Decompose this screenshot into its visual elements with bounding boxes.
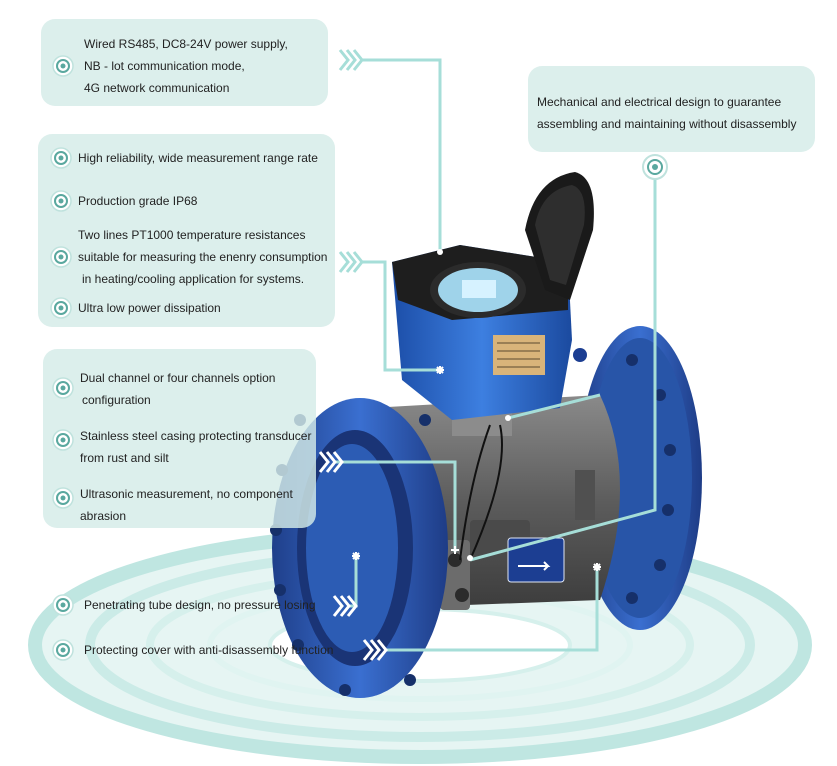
feature-pt1000: Two lines PT1000 temperature resistances… [50, 224, 327, 290]
feature-line: High reliability, wide measurement range… [78, 151, 318, 165]
feature-line: from rust and silt [80, 451, 169, 465]
feature-line: Two lines PT1000 temperature resistances [78, 228, 306, 242]
feature-line: configuration [82, 393, 151, 407]
triple-chevron-icon [338, 49, 364, 71]
feature-line: Dual channel or four channels option [80, 371, 276, 385]
feature-channels: Dual channel or four channels option con… [52, 367, 275, 411]
ring-dot-icon [52, 429, 74, 451]
ring-dot-icon [642, 154, 668, 180]
asterisk-icon [436, 366, 444, 374]
ring-dot-icon [52, 377, 74, 399]
triple-chevron-icon [338, 251, 364, 273]
ring-dot-icon [52, 639, 74, 661]
feature-line: abrasion [80, 509, 127, 523]
feature-line: NB - lot communication mode, [84, 59, 245, 73]
feature-low-power: Ultra low power dissipation [50, 297, 221, 319]
triple-chevron-icon [362, 639, 388, 661]
feature-line: 4G network communication [84, 81, 230, 95]
feature-cover: Protecting cover with anti-disassembly f… [52, 639, 333, 661]
feature-pt1000-text: Two lines PT1000 temperature resistances… [78, 224, 327, 290]
feature-casing-text: Stainless steel casing protecting transd… [80, 425, 311, 469]
panel-communication [41, 19, 328, 106]
panel-reliability [38, 134, 335, 327]
ring-dot-icon [50, 246, 72, 268]
feature-line: suitable for measuring the enenry consum… [78, 250, 328, 264]
feature-reliability: High reliability, wide measurement range… [50, 147, 318, 169]
feature-line: Ultra low power dissipation [78, 301, 221, 315]
feature-communication-text: Wired RS485, DC8-24V power supply, NB - … [84, 33, 288, 99]
ring-dot-icon [52, 594, 74, 616]
asterisk-icon [451, 546, 459, 554]
feature-production-grade: Production grade IP68 [50, 190, 197, 212]
feature-ultrasonic-text: Ultrasonic measurement, no component abr… [80, 483, 293, 527]
feature-channels-text: Dual channel or four channels option con… [80, 367, 275, 411]
ring-dot-icon [50, 147, 72, 169]
ring-dot-icon [50, 297, 72, 319]
feature-line: Penetrating tube design, no pressure los… [84, 598, 316, 612]
left-flange [270, 398, 448, 698]
panel-mechanical [528, 66, 815, 152]
feature-line: Production grade IP68 [78, 194, 198, 208]
feature-communication: Wired RS485, DC8-24V power supply, NB - … [52, 33, 288, 99]
meter-head [392, 172, 594, 420]
feature-line: Stainless steel casing protecting transd… [80, 429, 312, 443]
feature-ultrasonic: Ultrasonic measurement, no component abr… [52, 483, 293, 527]
asterisk-icon [593, 563, 601, 571]
feature-casing: Stainless steel casing protecting transd… [52, 425, 311, 469]
panel-channels [43, 349, 316, 528]
ring-dot-icon [52, 487, 74, 509]
ring-dot-icon [52, 55, 74, 77]
triple-chevron-icon [332, 595, 358, 617]
asterisk-icon [352, 552, 360, 560]
ring-dot-icon [50, 190, 72, 212]
feature-line: Ultrasonic measurement, no component [80, 487, 293, 501]
feature-line: Wired RS485, DC8-24V power supply, [84, 37, 288, 51]
feature-mechanical-line-1: Mechanical and electrical design to guar… [537, 95, 782, 109]
feature-line: in heating/cooling application for syste… [82, 272, 305, 286]
feature-mechanical-line-2: assembling and maintaining without disas… [537, 117, 797, 131]
feature-penetrating: Penetrating tube design, no pressure los… [52, 594, 316, 616]
triple-chevron-icon [318, 451, 344, 473]
feature-line: Protecting cover with anti-disassembly f… [84, 643, 334, 657]
